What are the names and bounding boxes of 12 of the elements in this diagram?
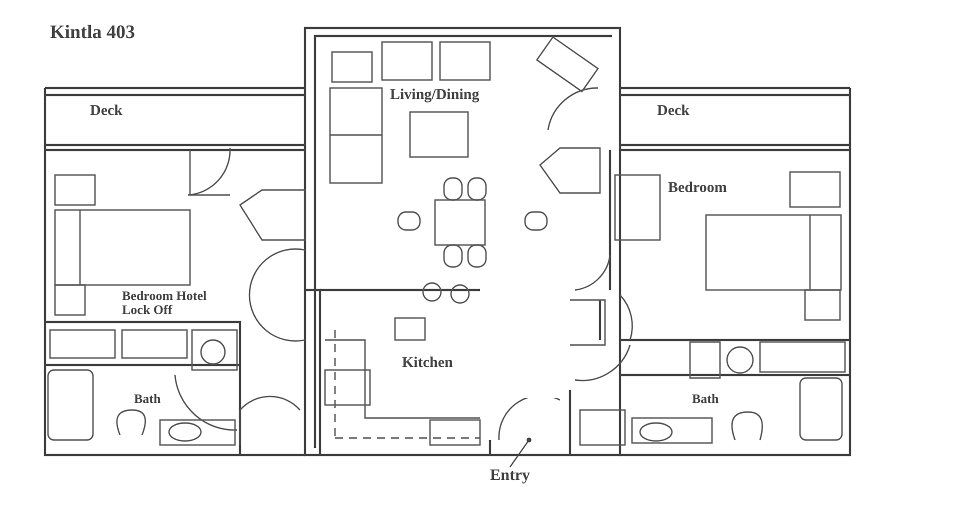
room-label: Entry <box>490 467 530 485</box>
room-label: Kitchen <box>402 356 453 372</box>
door-swing-drawing <box>498 398 560 440</box>
room-label: Living/Dining <box>390 88 480 104</box>
room-label: Bedroom Hotel Lock Off <box>122 289 208 316</box>
room-label: Deck <box>90 104 122 120</box>
room-label: Bath <box>134 392 161 406</box>
leader-line <box>510 438 532 468</box>
room-label: Bedroom <box>668 181 727 197</box>
room-label: Deck <box>657 104 690 120</box>
plan-title: Kintla 403 <box>50 22 135 44</box>
room-label: Bath <box>692 392 719 406</box>
